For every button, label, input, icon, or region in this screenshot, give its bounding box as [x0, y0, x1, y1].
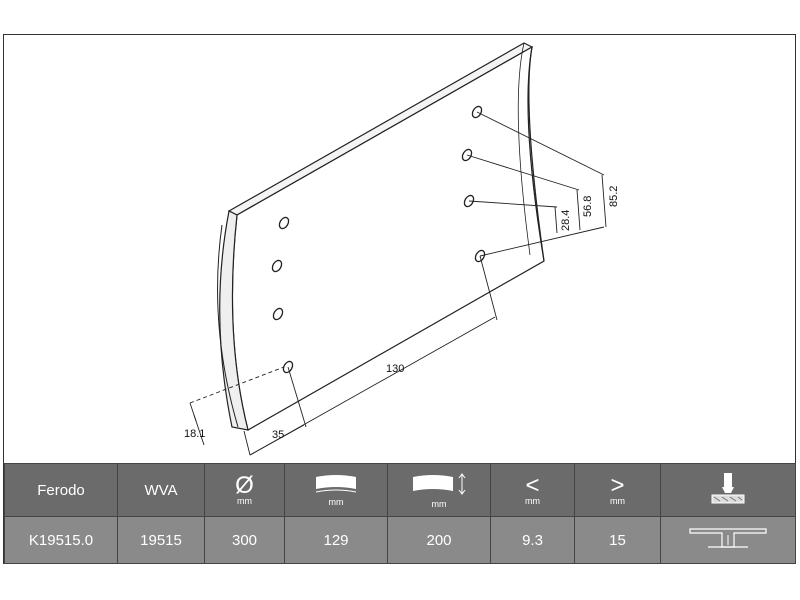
header-wva: WVA — [117, 463, 205, 517]
dimension-lines — [189, 111, 607, 456]
header-min: < mm — [490, 463, 575, 517]
unit-label: mm — [237, 496, 252, 506]
greater-than-icon: > — [610, 472, 625, 499]
value-diameter: 300 — [204, 516, 285, 564]
dim-label-35: 35 — [272, 429, 284, 441]
brake-lining-shape — [217, 42, 545, 431]
header-rivet — [660, 463, 796, 517]
value-min: 9.3 — [490, 516, 575, 564]
value-length: 200 — [387, 516, 491, 564]
unit-label: mm — [431, 499, 447, 509]
dim-label-18-1: 18.1 — [184, 428, 205, 440]
spec-table: Ferodo WVA Ø mm mm mm — [4, 463, 796, 564]
header-width: mm — [284, 463, 388, 517]
value-ferodo: K19515.0 — [4, 516, 118, 564]
header-length: mm — [387, 463, 491, 517]
brake-lining-drawing: 85.2 56.8 28.4 130 35 18.1 — [184, 42, 620, 456]
dim-label-56-8: 56.8 — [582, 196, 594, 217]
value-wva: 19515 — [117, 516, 205, 564]
rivet-tool-icon — [711, 473, 745, 504]
rivet-holes — [271, 105, 486, 374]
header-ferodo: Ferodo — [4, 463, 118, 517]
dim-label-28-4: 28.4 — [560, 210, 572, 231]
dim-label-130: 130 — [386, 363, 404, 375]
drawing-frame: 85.2 56.8 28.4 130 35 18.1 Ferodo WVA Ø … — [3, 34, 796, 564]
less-than-icon: < — [525, 472, 540, 499]
value-max: 15 — [574, 516, 661, 564]
t-profile-icon — [689, 528, 767, 548]
hole — [278, 216, 290, 230]
unit-label: mm — [525, 496, 540, 506]
hole — [272, 307, 284, 321]
value-profile — [660, 516, 796, 564]
dim-label-85-2: 85.2 — [608, 186, 620, 207]
unit-label: mm — [610, 496, 625, 506]
header-diameter: Ø mm — [204, 463, 285, 517]
hole — [271, 259, 283, 273]
curved-length-icon — [413, 473, 466, 495]
curved-width-icon — [315, 475, 357, 493]
diameter-icon: Ø — [235, 472, 254, 499]
table-header-row: Ferodo WVA Ø mm mm mm — [4, 463, 796, 517]
table-value-row: K19515.0 19515 300 129 200 9.3 15 — [4, 516, 796, 564]
unit-label: mm — [328, 497, 344, 507]
header-max: > mm — [574, 463, 661, 517]
value-width: 129 — [284, 516, 388, 564]
